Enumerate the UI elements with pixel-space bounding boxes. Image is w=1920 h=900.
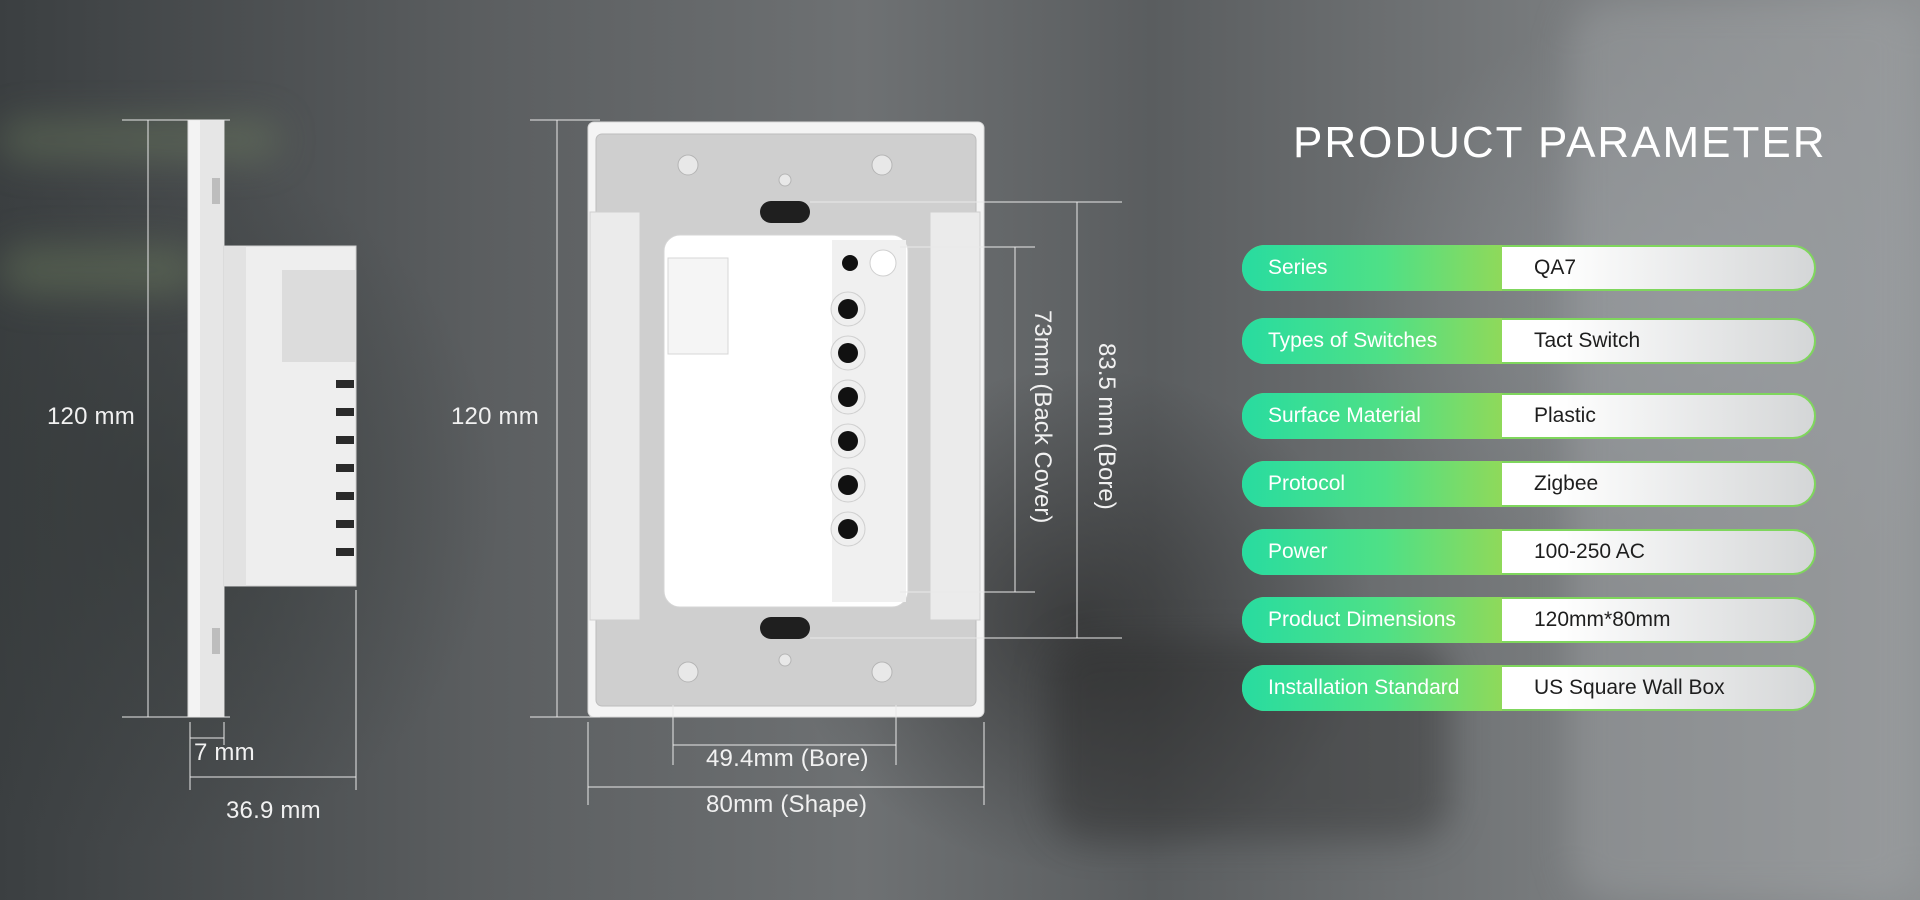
- back-view: [587, 121, 985, 718]
- param-value: US Square Wall Box: [1534, 676, 1725, 699]
- param-value: Plastic: [1534, 404, 1596, 427]
- param-value: 120mm*80mm: [1534, 608, 1671, 631]
- param-value: 100-250 AC: [1534, 540, 1645, 563]
- dimension-panel-depth: 7 mm: [194, 739, 255, 766]
- dimension-shape-width: 80mm (Shape): [706, 791, 868, 818]
- param-value: Tact Switch: [1534, 329, 1641, 352]
- param-label: Power: [1242, 529, 1502, 575]
- param-row-power: Power 100-250 AC: [1242, 529, 1816, 575]
- dimension-front-height: 120 mm: [451, 403, 539, 430]
- param-row-product-dimensions: Product Dimensions 120mm*80mm: [1242, 597, 1816, 643]
- dimension-back-cover-height: 73mm (Back Cover): [1029, 310, 1056, 524]
- param-label: Product Dimensions: [1242, 597, 1502, 643]
- param-label: Types of Switches: [1242, 318, 1502, 364]
- param-row-surface-material: Surface Material Plastic: [1242, 393, 1816, 439]
- background-blur-shape: [1570, 0, 1920, 900]
- param-label: Protocol: [1242, 461, 1502, 507]
- dimension-total-depth: 36.9 mm: [226, 797, 321, 824]
- background-blur-shape: [0, 245, 200, 295]
- dimension-side-height: 120 mm: [47, 403, 135, 430]
- param-label: Series: [1242, 245, 1502, 291]
- param-row-switch-type: Types of Switches Tact Switch: [1242, 318, 1816, 364]
- product-parameter-title: PRODUCT PARAMETER: [1293, 118, 1827, 167]
- param-row-protocol: Protocol Zigbee: [1242, 461, 1816, 507]
- param-row-series: Series QA7: [1242, 245, 1816, 291]
- dimension-bore-height: 83.5 mm (Bore): [1093, 343, 1120, 510]
- param-label: Surface Material: [1242, 393, 1502, 439]
- background-blur-shape: [0, 120, 280, 160]
- param-row-installation-standard: Installation Standard US Square Wall Box: [1242, 665, 1816, 711]
- side-view: [187, 119, 357, 718]
- param-value: Zigbee: [1534, 472, 1599, 495]
- dimension-lines: [122, 119, 1122, 805]
- dimension-bore-width: 49.4mm (Bore): [706, 745, 869, 772]
- param-label: Installation Standard: [1242, 665, 1502, 711]
- param-value: QA7: [1534, 256, 1577, 279]
